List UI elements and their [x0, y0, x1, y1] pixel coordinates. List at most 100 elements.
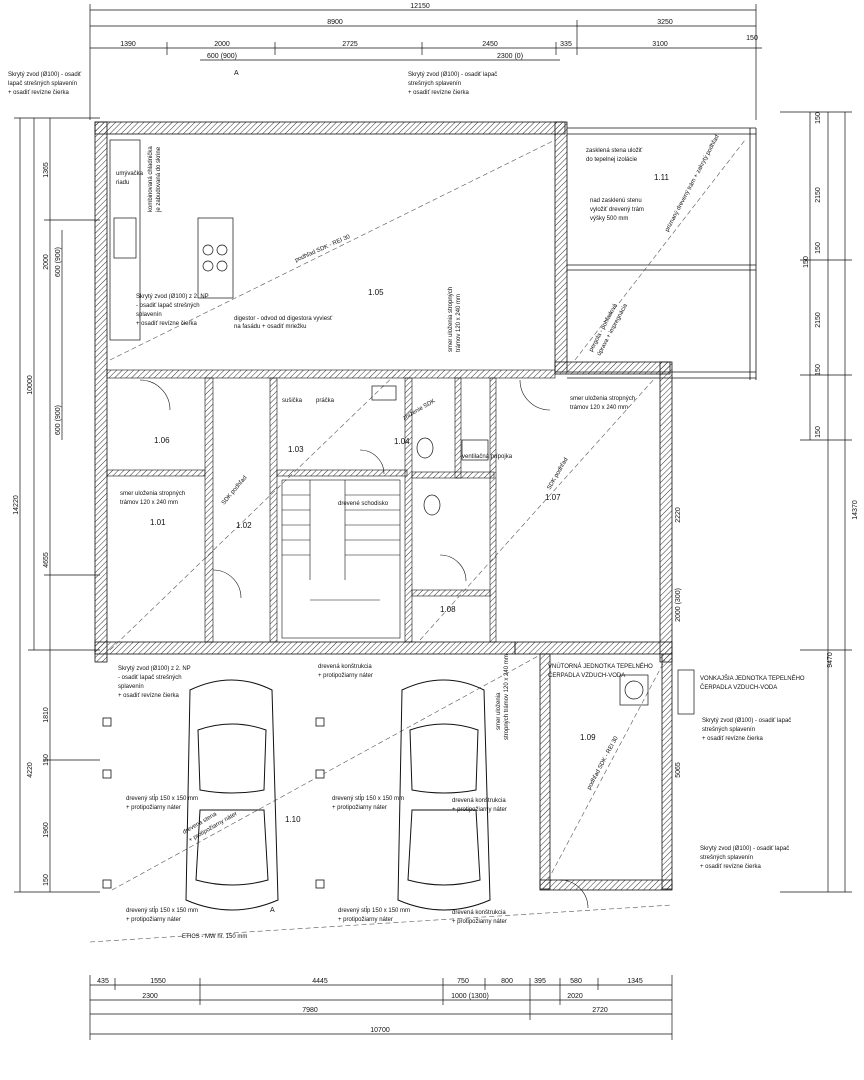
sanitary-fixtures — [371, 385, 489, 516]
svg-text:drevený stĺp 150 x 150 mm: drevený stĺp 150 x 150 mm — [338, 907, 410, 914]
svg-text:Skrytý zvod (Ø100) - osadiť la: Skrytý zvod (Ø100) - osadiť lapač — [702, 718, 791, 724]
note-garage-wall: drevená stena + protipožiarny náter — [182, 811, 239, 844]
dim-bottom-r1-0: 435 — [97, 978, 109, 985]
svg-text:výšky 500 mm: výšky 500 mm — [590, 216, 628, 222]
svg-text:zasklená stena uložiť: zasklená stena uložiť — [586, 148, 643, 154]
svg-text:smer uloženia stropných: smer uloženia stropných — [570, 396, 635, 402]
note-wood-constr-1: drevená konštrukcia + protipožiarny náte… — [318, 664, 373, 679]
svg-text:+ protipožiarny náter: + protipožiarny náter — [318, 673, 373, 679]
dim-right-total: 14370 — [852, 500, 859, 520]
svg-text:trámov 120 x 240 mm: trámov 120 x 240 mm — [456, 294, 462, 352]
room-1-03: 1.03 — [288, 445, 304, 454]
svg-text:kombinovaná chladnička: kombinovaná chladnička — [148, 146, 154, 212]
svg-text:digestor - odvod od digestora: digestor - odvod od digestora vyviesť — [234, 316, 333, 322]
dim-bottom-r3-0: 7980 — [302, 1007, 318, 1014]
svg-text:+ protipožiarny náter: + protipožiarny náter — [452, 807, 507, 813]
section-mark-a-bottom: A — [270, 907, 275, 914]
svg-text:stropných trámov 120 x 240 mm: stropných trámov 120 x 240 mm — [504, 654, 510, 740]
dim-left-seg-1: 2000 — [43, 254, 50, 270]
dim-right-seg-0: 150 — [815, 112, 822, 124]
svg-text:trámov 120 x 240 mm: trámov 120 x 240 mm — [120, 500, 178, 506]
note-beams-1: smer uloženia stropných trámov 120 x 240… — [120, 491, 185, 506]
svg-text:+ osadiť revízne čierka: + osadiť revízne čierka — [702, 736, 763, 742]
dashed-beam-lines — [89, 139, 746, 943]
room-1-10: 1.10 — [285, 815, 301, 824]
dim-bottom-total: 10700 — [370, 1027, 390, 1034]
svg-text:Skrytý zvod (Ø100) - osadiť la: Skrytý zvod (Ø100) - osadiť lapač — [700, 846, 789, 852]
svg-text:VONKAJŠIA JEDNOTKA TEPELNÉHO: VONKAJŠIA JEDNOTKA TEPELNÉHO — [700, 675, 805, 682]
svg-text:+ protipožiarny náter: + protipožiarny náter — [332, 805, 387, 811]
svg-text:splavenín: splavenín — [136, 312, 162, 318]
note-wood-constr-3: drevená konštrukcia + protipožiarny náte… — [452, 910, 507, 925]
note-dishwasher: umývačka riadu — [116, 171, 144, 186]
dim-right-seg-1: 2150 — [815, 187, 822, 203]
dim-top-row4-0: 600 (900) — [207, 53, 237, 60]
dim-right-seg-4: 150 — [815, 364, 822, 376]
svg-text:+ protipožiarny náter: + protipožiarny náter — [126, 917, 181, 923]
room-1-01: 1.01 — [150, 518, 166, 527]
dim-bottom-r1-2: 4445 — [312, 978, 328, 985]
dim-top-row3-4: 335 — [560, 41, 572, 48]
note-ventilation: ventilačná prípojka — [462, 454, 513, 460]
dim-bottom-r3-1: 2720 — [592, 1007, 608, 1014]
note-gutter-top: Skrytý zvod (Ø100) - osadiť lapač strešn… — [408, 72, 497, 96]
note-wood-constr-2: drevená konštrukcia + protipožiarny náte… — [452, 798, 507, 813]
dim-top-row4-1: 2300 (0) — [497, 53, 523, 60]
svg-text:na fasádu + osadiť mriežku: na fasádu + osadiť mriežku — [234, 324, 306, 330]
svg-text:Skrytý zvod (Ø100) - osadiť la: Skrytý zvod (Ø100) - osadiť lapač — [408, 72, 497, 78]
dim-right-seg-5: 150 — [815, 426, 822, 438]
dim-right-seg-2: 150 — [815, 242, 822, 254]
svg-text:nad zasklenú stenu: nad zasklenú stenu — [590, 198, 642, 204]
room-1-06: 1.06 — [154, 436, 170, 445]
dim-left-seg-3: 600 (900) — [55, 405, 62, 435]
note-hp-outdoor: VONKAJŠIA JEDNOTKA TEPELNÉHO ČERPADLA VZ… — [700, 675, 805, 691]
svg-text:drevený stĺp 150 x 150 mm: drevený stĺp 150 x 150 mm — [126, 795, 198, 802]
note-gutter-right: Skrytý zvod (Ø100) - osadiť lapač strešn… — [702, 718, 791, 742]
svg-text:ČERPADLA VZDUCH-VODA: ČERPADLA VZDUCH-VODA — [700, 684, 777, 691]
dim-top-row3-6: 150 — [746, 35, 758, 42]
bottom-dimension-lines — [89, 975, 673, 1040]
dim-top-total: 12150 — [410, 3, 430, 10]
note-fridge: kombinovaná chladnička je zabudovaná do … — [148, 146, 162, 213]
note-post-1: drevený stĺp 150 x 150 mm + protipožiarn… — [126, 795, 198, 811]
svg-text:- osadiť lapač strešných: - osadiť lapač strešných — [118, 675, 182, 681]
dim-top-row3-2: 2725 — [342, 41, 358, 48]
note-gutter-2np: Skrytý zvod (Ø100) z 2. NP - osadiť lapa… — [136, 294, 209, 327]
pergola-structure — [567, 127, 757, 380]
dim-top-row3-1: 2000 — [214, 41, 230, 48]
note-gutter-br: Skrytý zvod (Ø100) - osadiť lapač strešn… — [700, 846, 789, 870]
dim-right-mid: 9470 — [827, 652, 834, 668]
note-roof-inclined: priznaný drevený trám + zakrytý podhľad — [664, 134, 720, 233]
dim-left-total: 14220 — [13, 495, 20, 515]
note-ceiling-sdk-kitchen: podhľad SDK - REI 30 — [294, 234, 351, 264]
svg-text:strešných splavenín: strešných splavenín — [408, 81, 461, 87]
svg-text:splavenín: splavenín — [118, 684, 144, 690]
note-post-2: drevený stĺp 150 x 150 mm + protipožiarn… — [332, 795, 404, 811]
note-ceiling-sdk-3: podhľad SDK - REI 30 — [586, 735, 620, 791]
dim-bottom-r2-2: 2020 — [567, 993, 583, 1000]
dim-right-seg-7: 2220 — [675, 507, 682, 523]
dim-top-row2-1: 3250 — [657, 19, 673, 26]
dim-bottom-r1-1: 1550 — [150, 978, 166, 985]
svg-text:riadu: riadu — [116, 180, 129, 186]
svg-text:+ protipožiarny náter: + protipožiarny náter — [126, 805, 181, 811]
svg-text:strešných splavenín: strešných splavenín — [700, 855, 753, 861]
note-wall-beam: nad zasklenú stenu vyložiť drevený trám … — [590, 198, 644, 222]
dim-right-seg-6: 150 — [803, 256, 810, 268]
note-gutter-2np-b: Skrytý zvod (Ø100) z 2. NP - osadiť lapa… — [118, 666, 191, 699]
dim-left-seg-9: 150 — [43, 874, 50, 886]
note-wall-partial: zasklená stena uložiť do tepelnej izolác… — [586, 148, 643, 163]
top-dimension-lines — [89, 4, 762, 120]
svg-text:+ osadiť revízne čierka: + osadiť revízne čierka — [136, 321, 197, 327]
svg-text:- osadiť lapač strešných: - osadiť lapač strešných — [136, 303, 200, 309]
dim-top-row2-0: 8900 — [327, 19, 343, 26]
heat-pump-units — [619, 669, 695, 715]
note-ceiling-sdk-2: SDK podhľad — [547, 457, 570, 491]
svg-text:+ protipožiarny náter: + protipožiarny náter — [338, 917, 393, 923]
room-1-11: 1.11 — [654, 173, 670, 182]
dim-bottom-r1-5: 395 — [534, 978, 546, 985]
dim-bottom-r1-4: 800 — [501, 978, 513, 985]
svg-text:Skrytý zvod (Ø100) - osadiť: Skrytý zvod (Ø100) - osadiť — [8, 72, 82, 78]
svg-text:ČERPADLA VZDUCH-VODA: ČERPADLA VZDUCH-VODA — [548, 672, 625, 679]
